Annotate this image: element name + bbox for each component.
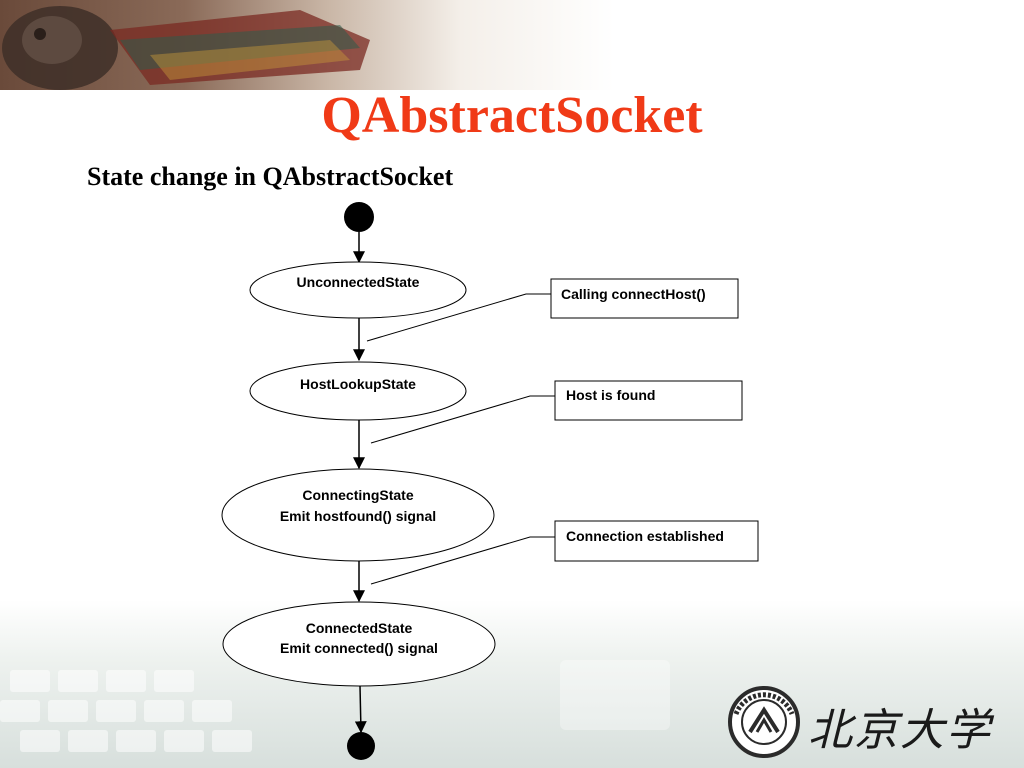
transition-arrow (354, 685, 367, 734)
university-logo-text: 北京大学 (808, 705, 992, 756)
header-banner-image (0, 0, 1024, 90)
state-label: ConnectingState (302, 487, 413, 503)
state-hostlookup: HostLookupState (249, 361, 467, 421)
note-label: Host is found (566, 387, 655, 403)
final-node (347, 732, 375, 760)
note-label: Connection established (566, 528, 724, 544)
lion-statue-icon (2, 6, 118, 90)
initial-node (344, 202, 374, 232)
peking-university-seal-icon (728, 686, 800, 758)
note-label: Calling connectHost() (561, 286, 706, 302)
background-keyboard-image (0, 600, 1024, 768)
slide-title: QAbstractSocket (321, 87, 703, 144)
state-action-label: Emit hostfound() signal (280, 508, 436, 524)
note-host-found: Host is found (370, 380, 743, 444)
state-connected: ConnectedState Emit connected() signal (222, 601, 496, 687)
state-label: UnconnectedState (297, 274, 420, 290)
state-connecting: ConnectingState Emit hostfound() signal (221, 468, 495, 562)
temple-roof-icon (110, 10, 370, 85)
note-calling-connecthost: Calling connectHost() (366, 278, 739, 342)
state-action-label: Emit connected() signal (280, 640, 438, 656)
state-unconnected: UnconnectedState (249, 261, 467, 319)
note-connection-established: Connection established (370, 520, 759, 585)
slide-subtitle: State change in QAbstractSocket (87, 162, 454, 191)
state-label: HostLookupState (300, 376, 416, 392)
state-label: ConnectedState (306, 620, 413, 636)
